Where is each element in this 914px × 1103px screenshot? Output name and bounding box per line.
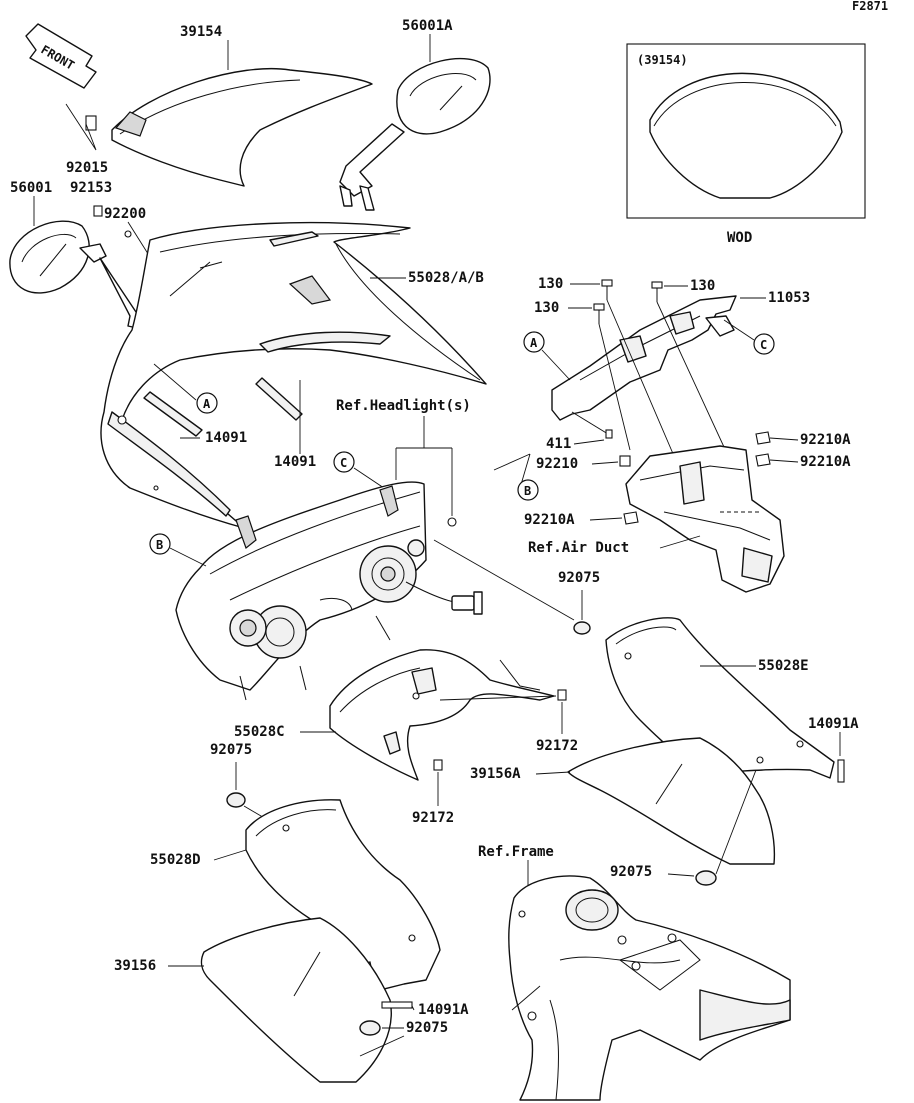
side-panel-39156a	[567, 737, 776, 865]
label-39156: 39156	[114, 958, 156, 974]
air-duct	[625, 445, 785, 593]
mirror-right	[339, 58, 491, 211]
label-55028e: 55028E	[758, 658, 809, 674]
headlight-screw	[447, 517, 457, 527]
label-92172-2: 92172	[536, 738, 578, 754]
callout-c-right-label: C	[760, 338, 767, 352]
callout-b-right-label: B	[524, 484, 531, 498]
strip-14091-left	[143, 391, 203, 437]
callout-c-right	[753, 333, 775, 355]
label-92075-1: 92075	[558, 570, 600, 586]
label-14091a-bottom: 14091A	[418, 1002, 469, 1018]
washer-92200	[124, 230, 132, 238]
label-92210a-2: 92210A	[800, 454, 851, 470]
label-92200: 92200	[104, 206, 146, 222]
bolt-130-a	[601, 279, 613, 300]
bolt-130-b	[651, 281, 663, 302]
label-92075-4: 92075	[406, 1020, 448, 1036]
label-14091-center: 14091	[274, 454, 316, 470]
screw-92172-1	[433, 759, 443, 771]
inset-title: (39154)	[637, 53, 688, 67]
label-130-c: 130	[534, 300, 559, 316]
label-130-a: 130	[538, 276, 563, 292]
label-39156a: 39156A	[470, 766, 521, 782]
label-92075-2: 92075	[610, 864, 652, 880]
inset-windshield	[649, 72, 843, 199]
label-130-b: 130	[690, 278, 715, 294]
label-92172-1: 92172	[412, 810, 454, 826]
strip-14091-center	[255, 377, 303, 421]
label-55028ab: 55028/A/B	[408, 270, 484, 286]
grommet-92075-3	[226, 792, 246, 808]
label-411: 411	[546, 436, 571, 452]
ref-headlight: Ref.Headlight(s)	[336, 398, 471, 414]
label-55028d: 55028D	[150, 852, 201, 868]
callout-a-left	[196, 392, 218, 414]
pin-411	[605, 429, 613, 439]
strip-14091a-bottom	[381, 1001, 413, 1009]
label-11053: 11053	[768, 290, 810, 306]
label-14091a-right: 14091A	[808, 716, 859, 732]
ref-air-duct: Ref.Air Duct	[528, 540, 629, 556]
label-39154: 39154	[180, 24, 222, 40]
mirror-left	[9, 220, 151, 331]
nut-92210	[619, 455, 631, 467]
label-92015: 92015	[66, 160, 108, 176]
label-14091-left: 14091	[205, 430, 247, 446]
bolt-92015	[85, 115, 97, 131]
callout-a-left-label: A	[203, 397, 211, 411]
ref-frame: Ref.Frame	[478, 844, 554, 860]
clip-92210a-3	[623, 511, 639, 525]
callout-c-left-label: C	[340, 456, 347, 470]
side-panel-39156	[200, 917, 392, 1083]
grommet-92075-1	[573, 621, 591, 635]
inset-box	[626, 43, 866, 219]
strip-14091a-right	[837, 759, 845, 783]
bolt-130-c	[593, 303, 605, 324]
callout-a-right-label: A	[530, 336, 538, 350]
label-56001: 56001	[10, 180, 52, 196]
label-92210a-1: 92210A	[800, 432, 851, 448]
bolt-92153	[93, 205, 103, 217]
figure-code: F2871	[852, 0, 888, 13]
label-92210a-3: 92210A	[524, 512, 575, 528]
label-92153: 92153	[70, 180, 112, 196]
label-55028c: 55028C	[234, 724, 285, 740]
inner-panel-55028e	[605, 617, 835, 779]
label-92075-3: 92075	[210, 742, 252, 758]
lower-cover-55028c	[329, 649, 555, 781]
callout-b-right	[517, 479, 539, 501]
callout-b-left	[149, 533, 171, 555]
grommet-92075-4	[359, 1020, 381, 1036]
inset-caption: WOD	[727, 230, 752, 246]
upper-fairing	[100, 221, 487, 529]
headlight-assembly	[175, 481, 483, 701]
callout-a-right	[523, 331, 545, 353]
callout-b-left-label: B	[156, 538, 163, 552]
windshield	[111, 67, 373, 187]
callout-c-left	[333, 451, 355, 473]
front-arrow-icon: FRONT	[25, 23, 97, 89]
clip-92210a-2	[755, 453, 771, 467]
bracket-11053	[551, 295, 737, 421]
clip-92210a-1	[755, 431, 771, 445]
grommet-92075-2	[695, 870, 717, 886]
label-92210: 92210	[536, 456, 578, 472]
frame	[508, 875, 791, 1101]
screw-92172-2	[557, 689, 567, 701]
label-56001a: 56001A	[402, 18, 453, 34]
